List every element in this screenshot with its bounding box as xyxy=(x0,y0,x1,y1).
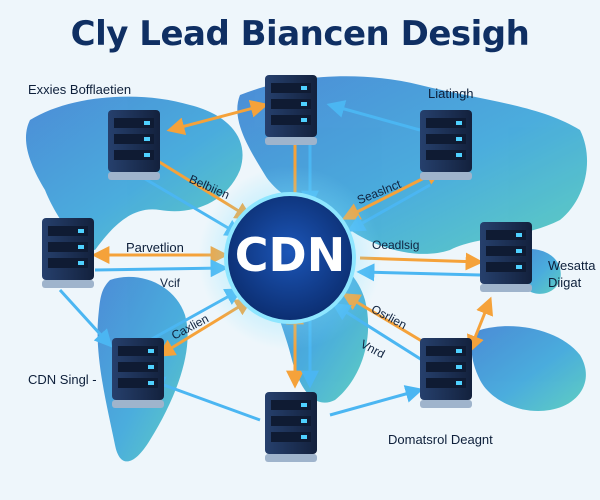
link-label-left-lower: Vcif xyxy=(160,276,181,290)
server-nodes xyxy=(42,75,532,462)
label-bottom-right: Domatsrol Deagnt xyxy=(388,432,493,447)
label-top-left: Exxies Bofflaetien xyxy=(28,82,132,97)
server-rack-icon xyxy=(112,338,164,408)
server-rack-icon xyxy=(42,218,94,288)
label-left-mid: Parvetlion xyxy=(126,240,184,255)
server-rack-icon xyxy=(420,110,472,180)
cloud-cdn-icon xyxy=(198,166,382,350)
link-bottom-outer xyxy=(329,385,424,417)
link-right-outer xyxy=(466,296,494,354)
link-top-outer-right xyxy=(326,100,421,132)
page-title: Cly Lead Biancen Desigh xyxy=(70,14,530,54)
link-label-right: Oeadlsig xyxy=(372,238,420,252)
label-right-mid-1: Wesatta xyxy=(548,258,596,273)
label-bottom-left: CDN Singl - xyxy=(28,372,97,387)
server-rack-icon xyxy=(108,110,160,180)
hub-label: CDN xyxy=(234,228,346,282)
server-rack-icon xyxy=(420,338,472,408)
link-bottom-outer-left xyxy=(146,376,261,422)
server-rack-icon xyxy=(265,392,317,462)
link-left-outer xyxy=(58,288,113,348)
server-rack-icon xyxy=(265,75,317,145)
link-top-outer xyxy=(166,99,269,136)
label-right-mid-2: Diigat xyxy=(548,275,582,290)
server-rack-icon xyxy=(480,222,532,292)
label-top-right: Liatingh xyxy=(428,86,474,101)
